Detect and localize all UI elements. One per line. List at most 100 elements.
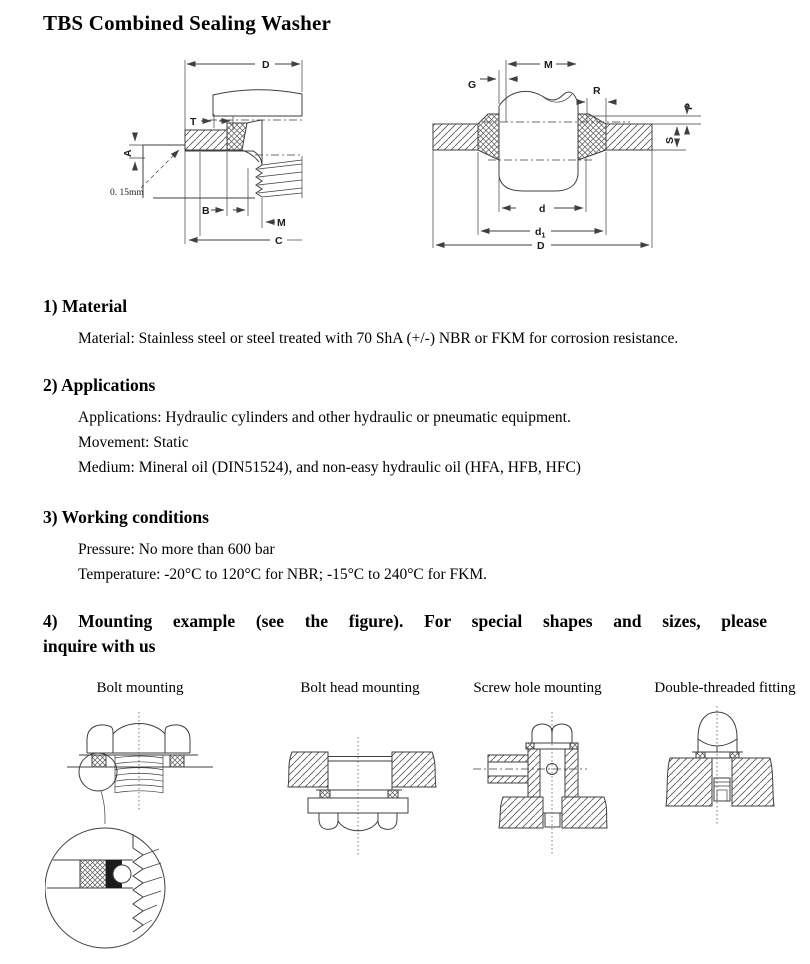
double-threaded-fitting-drawing [665, 706, 775, 826]
diagram-bolt-seal-cross-section: D T 0. 15mm A B M [110, 59, 303, 247]
section-mounting-example: 4) Mounting example (see the figure). Fo… [43, 609, 767, 659]
washer-metal-hatch [184, 129, 228, 151]
body-text: Movement: Static [78, 434, 189, 451]
figure-caption: Double-threaded fitting [654, 680, 796, 696]
seal-crosshatch [319, 789, 331, 799]
section-heading: 3) Working conditions [43, 507, 209, 527]
seal-crosshatch [387, 789, 399, 799]
figure-bolt-head-mounting: Bolt head mounting [275, 673, 445, 860]
dim-label-d1: d1 [535, 226, 546, 240]
seal-rubber-crosshatch [226, 122, 248, 151]
figure-caption: Screw hole mounting [473, 680, 602, 696]
extension-line [432, 126, 653, 248]
screw-hole-mounting-drawing [473, 712, 608, 856]
port-wall-top [487, 754, 529, 763]
detail-magnified-circle [45, 827, 166, 949]
seal-crosshatch [525, 742, 535, 750]
section-applications: 2) Applications Applications: Hydraulic … [43, 373, 767, 480]
stud-edges [711, 758, 733, 778]
bolt-head-mounting-drawing [287, 737, 437, 857]
figure-screw-hole-mounting: Screw hole mounting [455, 673, 620, 860]
hex-head-bottom [318, 813, 398, 832]
leader-arrow [140, 149, 180, 189]
centerline [209, 119, 302, 156]
thread-profile [255, 164, 263, 198]
inner-bore-box [716, 789, 728, 802]
body-text: Applications: Hydraulic cylinders and ot… [78, 409, 571, 426]
seal-crosshatch-left [477, 113, 500, 161]
section-heading: 1) Material [43, 296, 128, 316]
detail-leader [100, 790, 106, 825]
cross-hole [546, 763, 558, 775]
page-title: TBS Combined Sealing Washer [43, 11, 331, 35]
body-text: Pressure: No more than 600 bar [78, 541, 275, 558]
plate-hatch-left [498, 796, 544, 829]
detail-notch [112, 864, 132, 884]
mounting-figures: Bolt mounting [0, 673, 810, 964]
dim-label-R: R [593, 85, 601, 97]
plate-hatch-left [665, 757, 713, 807]
dim-label-M: M [544, 59, 553, 71]
thread-hole-box [544, 812, 561, 828]
seal-crosshatch [695, 751, 706, 759]
figure-double-threaded-fitting: Double-threaded fitting [650, 673, 800, 831]
plate-hatch-left [287, 751, 329, 788]
dimension-diagrams: D T 0. 15mm A B M [0, 36, 810, 282]
dim-label-D: D [262, 59, 270, 71]
seal-crosshatch [729, 751, 740, 759]
extension-line [498, 158, 587, 212]
dim-label-B: B [202, 205, 210, 217]
dim-label-A: A [122, 149, 134, 157]
dim-label-G: G [468, 79, 476, 91]
figure-caption: Bolt mounting [96, 680, 184, 696]
plate-hatch-right [561, 796, 608, 829]
seal-crosshatch [169, 754, 185, 768]
centerline [484, 121, 630, 161]
seal-crosshatch [91, 754, 107, 768]
thread-crest-lines [257, 156, 303, 198]
section-heading: 2) Applications [43, 375, 156, 395]
bolt-break-line [498, 90, 579, 107]
section-heading: 4) Mounting example (see the figure). Fo… [43, 611, 767, 656]
port-wall-bottom [487, 775, 529, 784]
note-protrusion: 0. 15mm [110, 188, 144, 198]
bolt-head-outline [212, 89, 303, 117]
figure-caption: Bolt head mounting [300, 680, 420, 696]
body-text: Medium: Mineral oil (DIN51524), and non-… [78, 459, 581, 476]
body-text: Material: Stainless steel or steel treat… [78, 330, 679, 347]
detail-seal-crosshatch [79, 859, 107, 889]
body-text: Temperature: -20°C to 120°C for NBR; -15… [78, 566, 488, 583]
extension-line [129, 144, 145, 159]
section-material: 1) Material Material: Stainless steel or… [43, 294, 767, 351]
seal-crosshatch-right [577, 113, 607, 161]
plate-hatch-left [432, 123, 479, 151]
dim-label-P: P [683, 103, 695, 110]
detail-thread-flanks [142, 848, 163, 926]
detail-indicator-circle [78, 752, 118, 792]
extension-line [477, 152, 607, 235]
plate-hatch-right [391, 751, 437, 788]
dim-label-d: d [539, 203, 545, 215]
extension-line [226, 152, 249, 216]
flange-plate-outline [142, 144, 263, 199]
diagram-washer-cross-section: M G R P S [432, 59, 701, 252]
bolt-body [327, 752, 393, 790]
cap-nut-dome [697, 711, 738, 753]
seal-crosshatch [569, 742, 579, 750]
bolt-mounting-drawing [45, 712, 213, 949]
hex-head-outline [86, 723, 191, 754]
dim-label-C: C [275, 235, 283, 247]
figure-bolt-mounting: Bolt mounting [45, 673, 235, 962]
fitting-wall-left [527, 748, 541, 798]
plate-hatch-right [605, 123, 653, 151]
detail-thread-profile [132, 834, 144, 933]
dim-label-D: D [537, 240, 545, 252]
threaded-box [713, 777, 731, 802]
reference-line [588, 115, 701, 125]
plate-hatch-right [731, 757, 775, 807]
thread-ticks [714, 781, 730, 787]
bolt-break-lens [541, 93, 573, 103]
bolt-body-outline [498, 104, 579, 192]
hex-head [531, 723, 573, 744]
